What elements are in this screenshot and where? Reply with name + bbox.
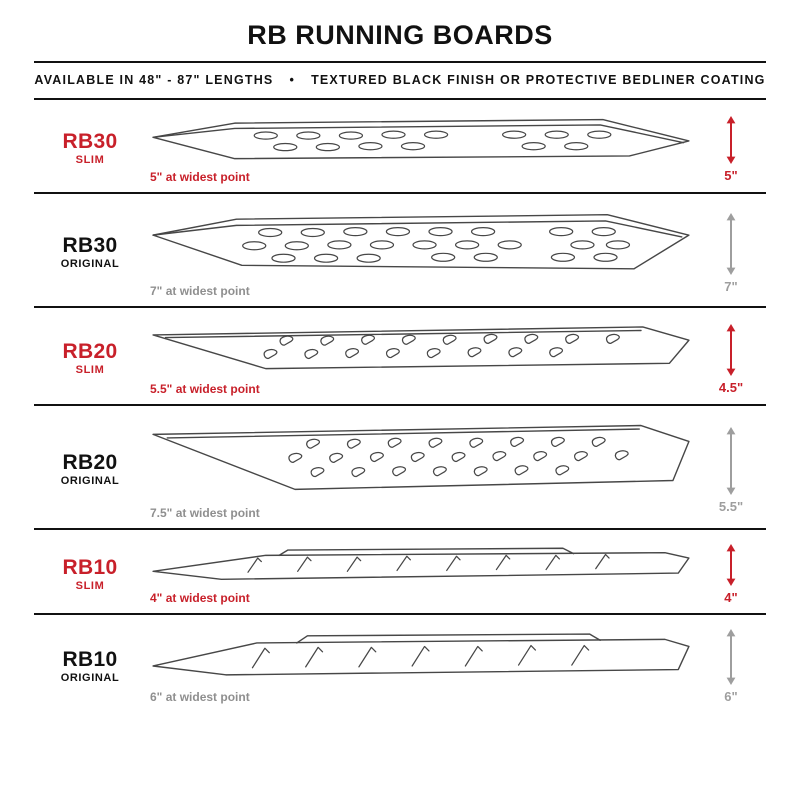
- height-label: 4.5": [718, 379, 744, 395]
- bullet-separator-icon: •: [289, 73, 296, 87]
- height-label: 5": [724, 167, 738, 183]
- model-name: RB10: [62, 555, 118, 579]
- product-label: RB10 SLIM: [34, 555, 146, 593]
- page-title: RB RUNNING BOARDS: [247, 20, 553, 50]
- board-column: 4" at widest point: [146, 545, 696, 605]
- height-dimension: 7": [696, 212, 766, 294]
- width-note: 7.5" at widest point: [150, 506, 260, 520]
- width-note: 4" at widest point: [150, 590, 250, 605]
- width-note: 5" at widest point: [150, 170, 250, 184]
- height-label: 6": [724, 689, 738, 704]
- model-name: RB20: [62, 451, 118, 475]
- product-row-rb30-original: RB30 ORIGINAL: [34, 192, 766, 306]
- board-diagram-rb20-original: [152, 424, 690, 491]
- header-divider: [34, 61, 766, 63]
- model-name: RB30: [62, 130, 118, 154]
- model-name: RB30: [62, 234, 118, 258]
- height-label: 7": [724, 278, 738, 294]
- width-note: 7" at widest point: [150, 284, 250, 298]
- variant-name: ORIGINAL: [60, 258, 120, 271]
- height-arrow-icon: [726, 323, 736, 376]
- product-row-rb10-original: RB10 ORIGINAL 6" at widest point: [34, 613, 766, 712]
- product-row-rb20-original: RB20 ORIGINAL: [34, 404, 766, 528]
- height-dimension: 4.5": [696, 323, 766, 395]
- height-arrow-icon: [726, 629, 736, 685]
- height-dimension: 4": [696, 544, 766, 605]
- product-row-rb20-slim: RB20 SLIM 5.5" at widest point: [34, 306, 766, 404]
- variant-name: SLIM: [75, 364, 105, 377]
- board-diagram-rb30-original: [152, 214, 690, 270]
- variant-name: ORIGINAL: [60, 671, 120, 684]
- board-column: 6" at widest point: [146, 630, 696, 704]
- height-dimension: 6": [696, 629, 766, 704]
- model-name: RB10: [62, 647, 118, 671]
- board-column: 7" at widest point: [146, 208, 696, 298]
- height-dimension: 5.5": [696, 426, 766, 514]
- variant-name: SLIM: [75, 579, 105, 592]
- width-note: 5.5" at widest point: [150, 382, 260, 396]
- height-label: 5.5": [718, 498, 744, 514]
- product-row-rb10-slim: RB10 SLIM 4" at widest point: [34, 528, 766, 613]
- product-label: RB20 ORIGINAL: [34, 452, 146, 488]
- board-column: 5.5" at widest point: [146, 322, 696, 396]
- subtitle-right: TEXTURED BLACK FINISH OR PROTECTIVE BEDL…: [311, 73, 766, 87]
- width-note: 6" at widest point: [150, 689, 250, 704]
- height-arrow-icon: [726, 544, 736, 586]
- height-arrow-icon: [726, 115, 736, 164]
- height-arrow-icon: [726, 426, 736, 495]
- product-label: RB30 ORIGINAL: [34, 235, 146, 271]
- board-diagram-rb10-original: [152, 632, 690, 676]
- board-diagram-rb20-slim: [152, 326, 690, 370]
- board-diagram-rb10-slim: [152, 547, 690, 580]
- subtitle-left: AVAILABLE IN 48" - 87" LENGTHS: [34, 73, 274, 87]
- height-dimension: 5": [696, 115, 766, 183]
- model-name: RB20: [62, 340, 118, 364]
- variant-name: ORIGINAL: [60, 475, 120, 488]
- board-diagram-rb30-slim: [152, 118, 690, 160]
- product-row-rb30-slim: RB30 SLIM 5" at widest point: [34, 98, 766, 192]
- product-label: RB20 SLIM: [34, 341, 146, 377]
- height-arrow-icon: [726, 212, 736, 275]
- variant-name: SLIM: [75, 154, 105, 167]
- product-label: RB30 SLIM: [34, 131, 146, 167]
- board-column: 7.5" at widest point: [146, 420, 696, 520]
- page-subtitle: AVAILABLE IN 48" - 87" LENGTHS • TEXTURE…: [34, 63, 766, 98]
- product-label: RB10 ORIGINAL: [34, 647, 146, 685]
- height-label: 4": [724, 590, 738, 605]
- board-column: 5" at widest point: [146, 114, 696, 184]
